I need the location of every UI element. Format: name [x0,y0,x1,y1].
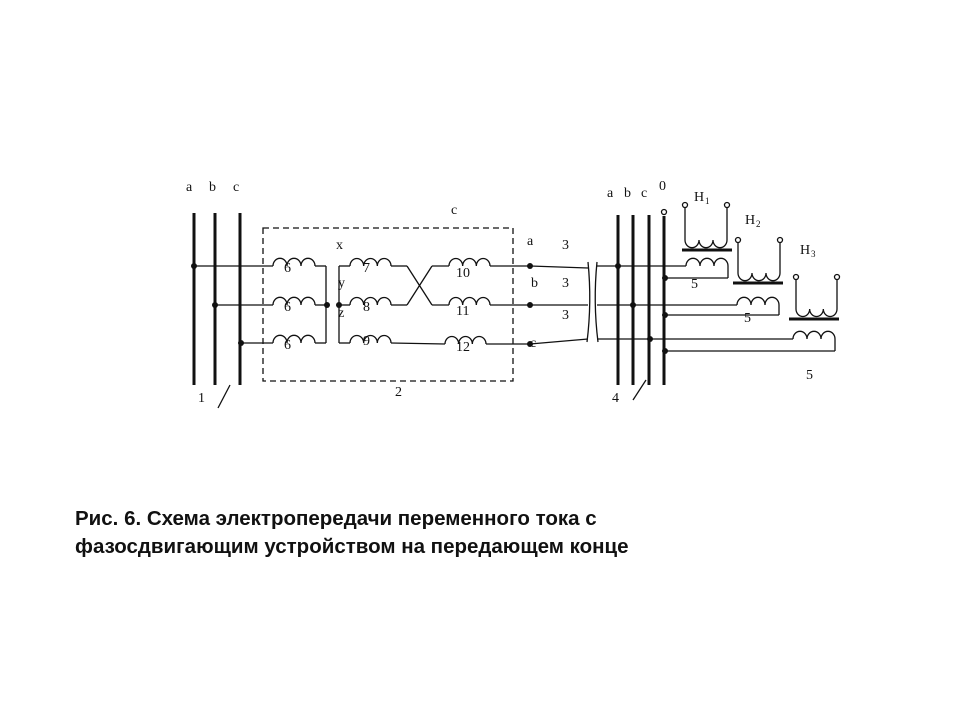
svg-text:H: H [745,213,755,228]
output-label-c: c [530,336,536,351]
right-bus-marker [632,379,647,401]
terminal-icon [833,273,841,281]
terminal-icon [734,236,742,244]
right-bus-number: 4 [612,391,619,406]
line-label-3c: 3 [562,308,569,323]
right-bus-label-b: b [624,186,631,201]
junction-dot [662,312,668,318]
svg-text:2: 2 [756,219,761,229]
line-wire [529,338,589,345]
coil-icon [685,257,729,267]
cross-wire [406,265,433,306]
device-label: c [451,203,457,218]
terminal-icon [792,273,800,281]
coil-icon [448,296,491,306]
left-bus-label-b: b [209,180,216,195]
caption-line-2: фазосдвигающим устройством на передающем… [75,535,629,558]
coil-icon [795,308,838,318]
coil-icon [349,296,392,306]
winding-label-5b: 5 [744,311,751,326]
terminal-icon [776,236,784,244]
coil-icon [272,296,316,306]
coil-icon [448,257,491,267]
right-bus-label-a: a [607,186,614,201]
coil-label-6a: 6 [284,261,291,276]
coil-icon [272,334,316,344]
caption-line-1: Рис. 6. Схема электропередачи переменног… [75,507,597,530]
left-bus-label-c: c [233,180,239,195]
coil-icon [349,334,392,344]
device-number: 2 [395,385,402,400]
output-label-b: b [531,276,538,291]
line-label-3a: 3 [562,238,569,253]
line-break-icon [594,261,599,343]
coil-icon [272,257,316,267]
junction-dot [662,275,668,281]
coil-icon [792,330,836,340]
figure-caption: Рис. 6. Схема электропередачи переменног… [75,505,629,561]
svg-text:1: 1 [705,196,710,206]
svg-text:3: 3 [811,249,816,259]
coil-label-10: 10 [456,266,470,281]
coil-icon [684,239,728,249]
left-bus-marker [217,384,231,409]
line-wire [529,265,589,269]
terminal-icon [660,208,668,216]
coil-label-9: 9 [363,334,370,349]
svg-text:H: H [800,243,810,258]
coil-icon [737,272,781,282]
coil-label-6c: 6 [284,338,291,353]
node-label-z: z [338,306,344,321]
left-bus-number: 1 [198,391,205,406]
coil-icon [444,335,487,345]
left-bus-label-a: a [186,180,193,195]
node-label-x: x [336,238,343,253]
wire [390,342,446,345]
coil-label-7: 7 [363,261,370,276]
line-label-3b: 3 [562,276,569,291]
junction-dot [324,302,330,308]
right-bus-label-c: c [641,186,647,201]
junction-dot [662,348,668,354]
right-bus-label-0: 0 [659,179,666,194]
coil-label-8: 8 [363,300,370,315]
svg-text:H: H [694,190,704,205]
node-label-y: y [338,276,345,291]
coil-icon [736,296,780,306]
terminal-icon [681,201,689,209]
coil-label-6b: 6 [284,300,291,315]
line-break-icon [586,261,591,343]
terminal-icon [723,201,731,209]
output-label-a: a [527,234,534,249]
coil-icon [349,257,392,267]
winding-label-5c: 5 [806,368,813,383]
coil-label-11: 11 [456,304,469,319]
phase-shifter-box [262,227,514,382]
winding-label-5a: 5 [691,277,698,292]
coil-label-12: 12 [456,340,470,355]
